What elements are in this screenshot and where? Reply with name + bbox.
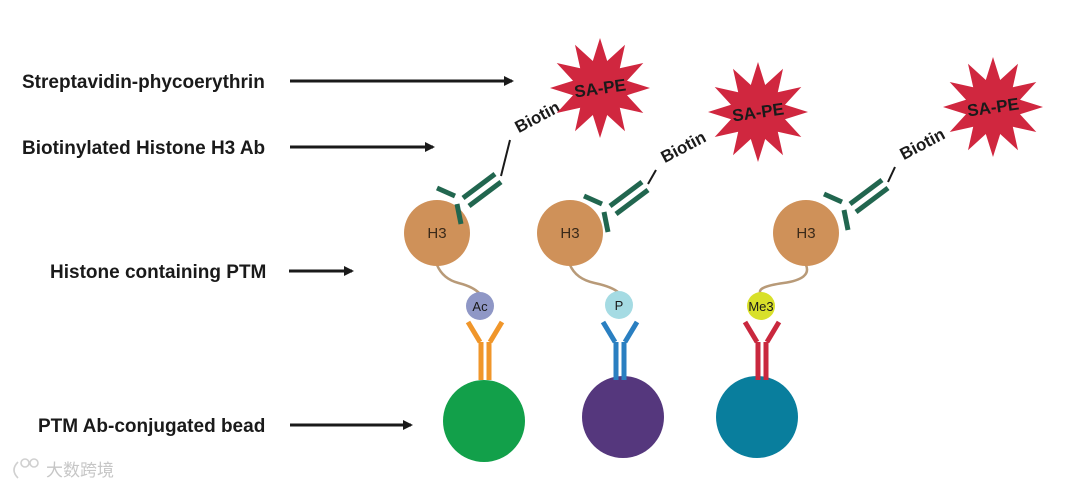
detection-antibody <box>582 180 650 233</box>
detection-antibody <box>822 178 890 231</box>
sape-starburst-icon <box>550 38 650 138</box>
ptm-label: Me3 <box>748 299 773 314</box>
histone-label: H3 <box>796 225 815 242</box>
histone-h3 <box>773 200 839 266</box>
bead <box>716 376 798 458</box>
watermark: 大数跨境 <box>13 458 114 481</box>
histone-label: H3 <box>560 225 579 242</box>
capture-antibody <box>465 320 505 380</box>
watermark-logo-icon <box>13 458 39 479</box>
capture-antibody <box>742 320 782 380</box>
bead <box>582 376 664 458</box>
sape-starburst-icon <box>943 57 1043 157</box>
histone-label: H3 <box>427 225 446 242</box>
sape-starburst-icon <box>708 62 808 162</box>
bead <box>443 380 525 462</box>
biotin-label: Biotin <box>512 97 563 136</box>
histone-h3 <box>537 200 603 266</box>
histone-tail <box>435 264 481 295</box>
ptm-marker <box>466 292 494 320</box>
biotin-linker <box>887 166 896 183</box>
biotin-label: Biotin <box>658 127 709 166</box>
detection-antibody <box>435 172 503 225</box>
ptm-label: P <box>615 298 624 313</box>
watermark-text: 大数跨境 <box>46 461 114 481</box>
assay-complexes: H3AcBiotinSA-PEH3PBiotinSA-PEH3Me3Biotin… <box>404 38 1043 462</box>
ptm-marker <box>605 291 633 319</box>
histone-tail <box>758 264 809 295</box>
label-biotinylated-histone-h3-ab: Biotinylated Histone H3 Ab <box>22 138 265 159</box>
ptm-label: Ac <box>472 299 488 314</box>
label-histone-containing-ptm: Histone containing PTM <box>50 262 266 283</box>
biotin-linker <box>500 139 511 177</box>
label-streptavidin-phycoerythrin: Streptavidin-phycoerythrin <box>22 72 265 93</box>
biotin-label: Biotin <box>897 124 948 163</box>
biotin-linker <box>647 169 657 185</box>
histone-tail <box>568 264 620 294</box>
ptm-marker <box>747 292 775 320</box>
label-ptm-ab-conjugated-bead: PTM Ab-conjugated bead <box>38 416 265 437</box>
histone-h3 <box>404 200 470 266</box>
capture-antibody <box>600 320 640 380</box>
